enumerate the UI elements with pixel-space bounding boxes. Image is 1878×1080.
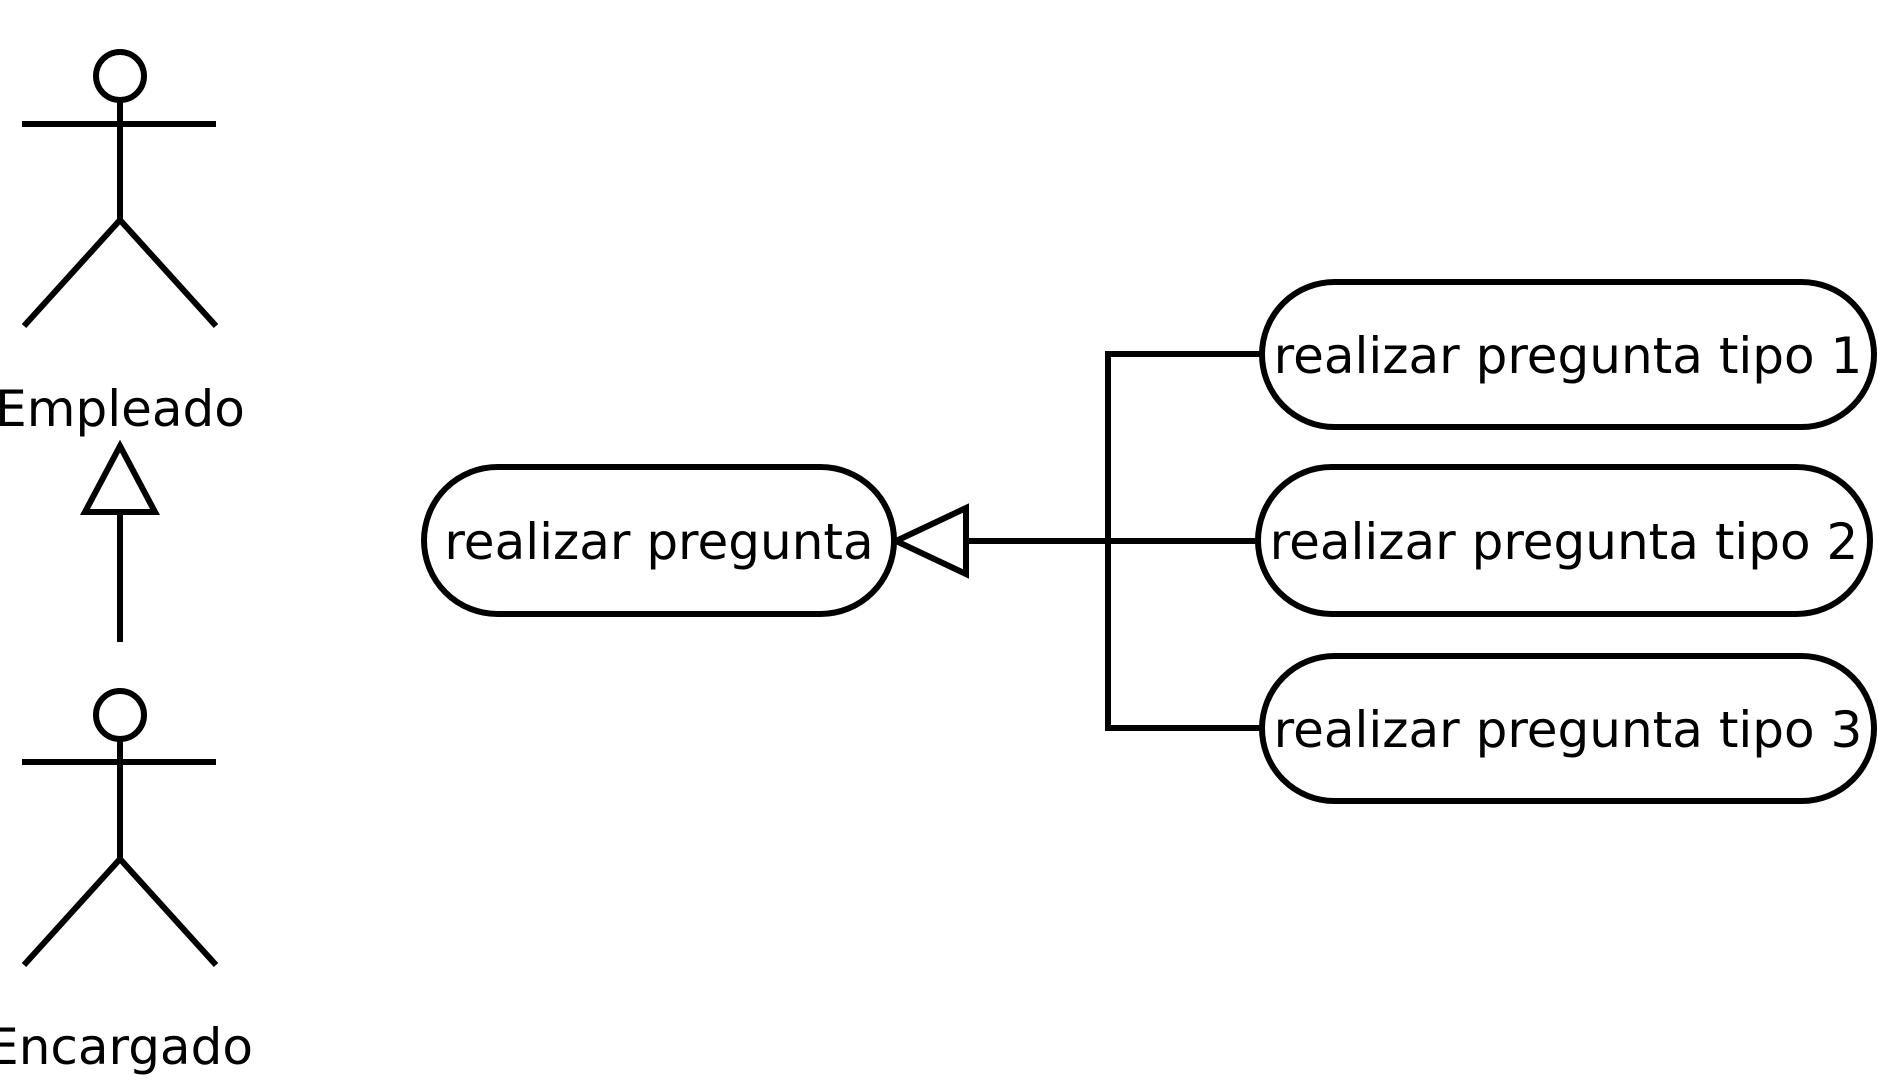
actor-empleado[interactable]: Empleado	[0, 49, 245, 438]
actor-head	[93, 688, 147, 742]
generalization-arrowhead	[80, 439, 160, 515]
use-case-tipo-3[interactable]: realizar pregunta tipo 3	[1259, 653, 1877, 804]
actor-right-leg	[117, 217, 219, 329]
use-case-label: realizar pregunta tipo 2	[1270, 513, 1859, 571]
use-case-shape	[1255, 464, 1873, 617]
use-case-shape	[421, 464, 897, 617]
actor-head	[93, 49, 147, 103]
use-case-label: realizar pregunta	[444, 513, 873, 571]
actor-label-empleado: Empleado	[0, 380, 245, 438]
use-case-generalization	[888, 351, 1262, 731]
actor-left-leg	[21, 217, 123, 329]
actor-left-leg	[21, 856, 123, 968]
actor-label-encargado: Encargado	[0, 1018, 253, 1076]
actor-generalization	[80, 439, 160, 642]
use-case-shape	[1259, 279, 1877, 430]
use-case-label: realizar pregunta tipo 3	[1274, 701, 1863, 759]
generalization-arrowhead	[888, 503, 969, 579]
use-case-tipo-2[interactable]: realizar pregunta tipo 2	[1255, 464, 1873, 617]
use-case-realizar-pregunta[interactable]: realizar pregunta	[421, 464, 897, 617]
use-case-label: realizar pregunta tipo 1	[1274, 327, 1863, 385]
use-case-tipo-1[interactable]: realizar pregunta tipo 1	[1259, 279, 1877, 430]
actor-encargado[interactable]: Encargado	[0, 688, 253, 1076]
actor-right-leg	[117, 856, 219, 968]
use-case-shape	[1259, 653, 1877, 804]
